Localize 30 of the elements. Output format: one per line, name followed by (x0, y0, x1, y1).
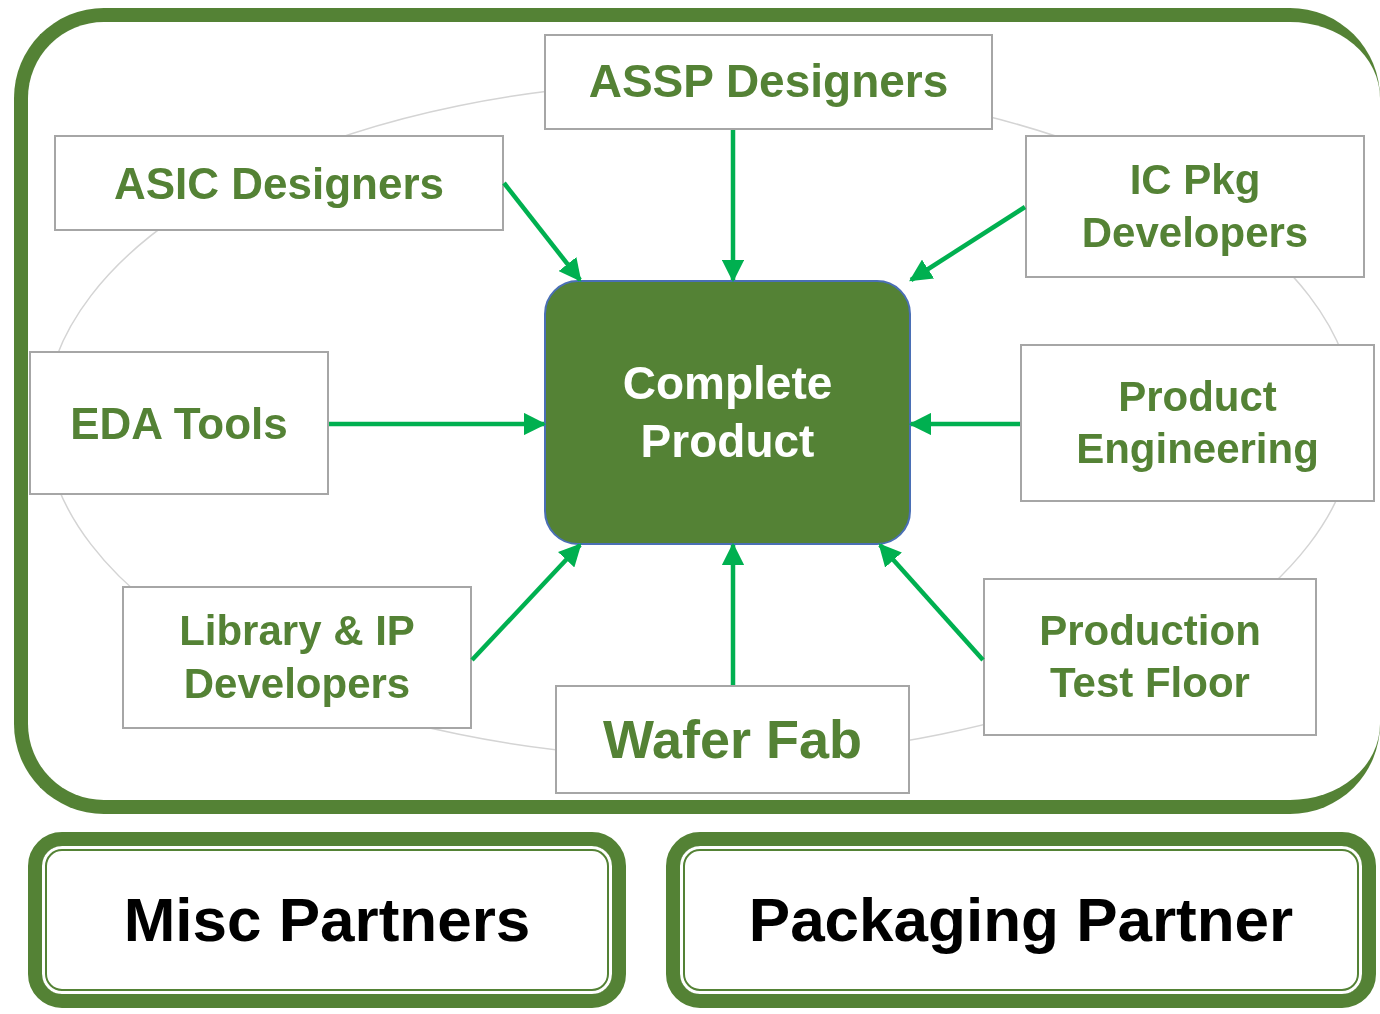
node-label: ASSP Designers (587, 54, 950, 110)
role-box (54, 135, 504, 231)
node-label: Production Test Floor (1038, 605, 1262, 708)
arrow (909, 205, 1027, 282)
partner-box (666, 832, 1376, 1008)
partner-box (28, 832, 626, 1008)
role-box (983, 578, 1317, 736)
node-label: Product Engineering (1075, 371, 1320, 474)
node-label: Misc Partners (122, 884, 532, 957)
role-box (29, 351, 329, 495)
arrow (502, 181, 582, 282)
product-box (544, 280, 911, 545)
arrow (470, 543, 582, 662)
node-label: ASIC Designers (112, 157, 446, 210)
role-box (1020, 344, 1375, 502)
role-box (544, 34, 993, 130)
node-label: EDA Tools (69, 397, 289, 450)
arrow (721, 542, 745, 685)
role-box (555, 685, 910, 794)
node-label: Wafer Fab (602, 707, 863, 771)
arrow (721, 130, 745, 283)
arrow (329, 412, 547, 436)
role-box (122, 586, 472, 729)
arrow (908, 412, 1020, 436)
node-label: IC Pkg Developers (1080, 155, 1310, 258)
node-label: Library & IP Developers (178, 606, 416, 709)
arrow (878, 543, 985, 662)
node-label: Complete Product (621, 356, 834, 469)
node-label: Packaging Partner (747, 884, 1295, 957)
role-box (1025, 135, 1365, 278)
